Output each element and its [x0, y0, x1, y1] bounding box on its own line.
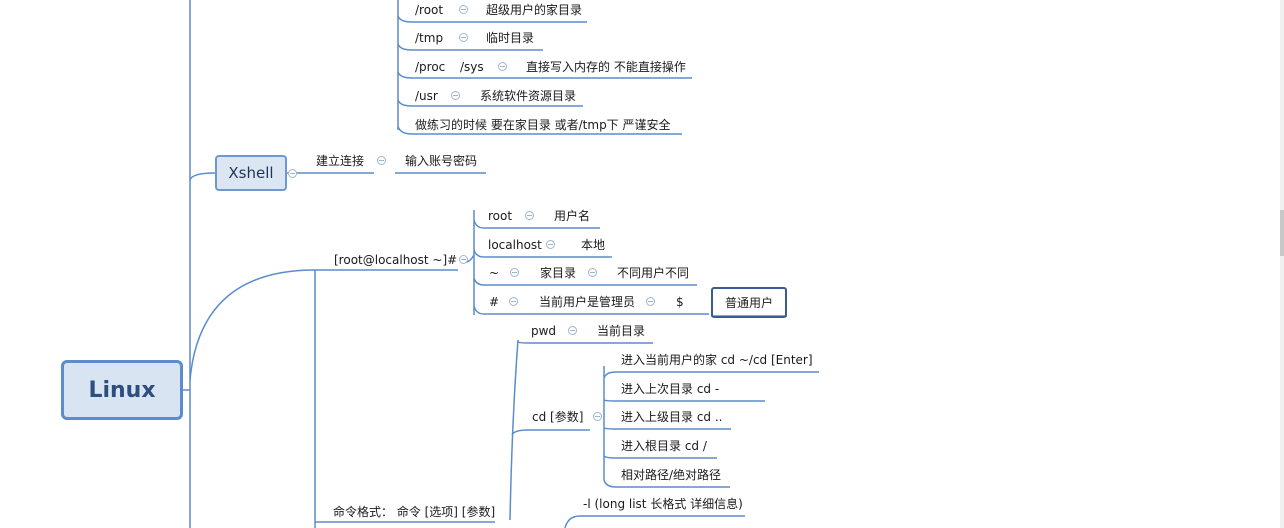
node-proc-dir[interactable]: /proc	[415, 60, 446, 74]
node-sys-dir[interactable]: /sys	[460, 60, 484, 74]
node-connect-desc[interactable]: 输入账号密码	[405, 154, 478, 168]
node-command-format[interactable]: 命令格式： 命令 [选项] [参数]	[333, 505, 496, 519]
collapse-icon[interactable]	[288, 169, 297, 178]
node-tmp-dir-desc[interactable]: 临时目录	[486, 31, 535, 45]
collapse-icon[interactable]	[459, 255, 468, 264]
collapse-icon[interactable]	[510, 268, 519, 277]
node-proc-desc[interactable]: 直接写入内存的 不能直接操作	[526, 60, 686, 74]
vertical-scrollbar[interactable]	[1280, 0, 1284, 528]
node-cd-up[interactable]: 进入上级目录 cd ..	[621, 410, 723, 424]
collapse-icon[interactable]	[498, 62, 507, 71]
scrollbar-thumb[interactable]	[1280, 210, 1284, 256]
collapse-icon[interactable]	[525, 211, 534, 220]
node-connect[interactable]: 建立连接	[316, 154, 365, 168]
node-prompt-localhost-desc[interactable]: 本地	[581, 238, 606, 252]
collapse-icon[interactable]	[588, 268, 597, 277]
node-cd-path[interactable]: 相对路径/绝对路径	[621, 468, 722, 482]
collapse-icon[interactable]	[459, 33, 468, 42]
collapse-icon[interactable]	[593, 412, 602, 421]
node-cd-home[interactable]: 进入当前用户的家 cd ~/cd [Enter]	[621, 353, 813, 367]
node-tmp-dir[interactable]: /tmp	[415, 31, 444, 45]
collapse-icon[interactable]	[568, 326, 577, 335]
node-prompt-tilde-desc2[interactable]: 不同用户不同	[617, 266, 690, 280]
node-prompt-root[interactable]: root	[488, 209, 513, 223]
root-node-linux[interactable]: Linux	[61, 360, 183, 420]
collapse-icon[interactable]	[451, 91, 460, 100]
node-prompt-hash[interactable]: #	[489, 295, 500, 309]
node-prompt-dollar[interactable]: $	[676, 295, 684, 309]
node-cd-root[interactable]: 进入根目录 cd /	[621, 439, 707, 453]
node-prompt-tilde-desc[interactable]: 家目录	[540, 266, 577, 280]
node-prompt-hash-desc[interactable]: 当前用户是管理员	[539, 295, 636, 309]
node-practice-note[interactable]: 做练习的时候 要在家目录 或者/tmp下 严谨安全	[415, 118, 671, 132]
node-xshell[interactable]: Xshell	[215, 155, 287, 191]
collapse-icon[interactable]	[459, 5, 468, 14]
collapse-icon[interactable]	[377, 156, 386, 165]
collapse-icon[interactable]	[509, 297, 518, 306]
node-prompt-tilde[interactable]: ~	[489, 266, 500, 280]
collapse-icon[interactable]	[546, 240, 555, 249]
node-root-dir-desc[interactable]: 超级用户的家目录	[486, 3, 583, 17]
node-root-dir[interactable]: /root	[415, 3, 444, 17]
node-usr-dir[interactable]: /usr	[415, 89, 438, 103]
node-pwd[interactable]: pwd	[531, 324, 557, 338]
node-cd[interactable]: cd [参数]	[532, 410, 584, 424]
node-usr-dir-desc[interactable]: 系统软件资源目录	[480, 89, 577, 103]
node-ls-l[interactable]: -l (long list 长格式 详细信息)	[583, 497, 743, 511]
node-prompt-dollar-desc[interactable]: 普通用户	[711, 287, 787, 318]
node-prompt-localhost[interactable]: localhost	[488, 238, 542, 252]
node-prompt[interactable]: [root@localhost ~]#	[334, 253, 458, 267]
node-cd-prev[interactable]: 进入上次目录 cd -	[621, 382, 720, 396]
node-prompt-root-desc[interactable]: 用户名	[554, 209, 591, 223]
collapse-icon[interactable]	[646, 297, 655, 306]
node-pwd-desc[interactable]: 当前目录	[597, 324, 646, 338]
